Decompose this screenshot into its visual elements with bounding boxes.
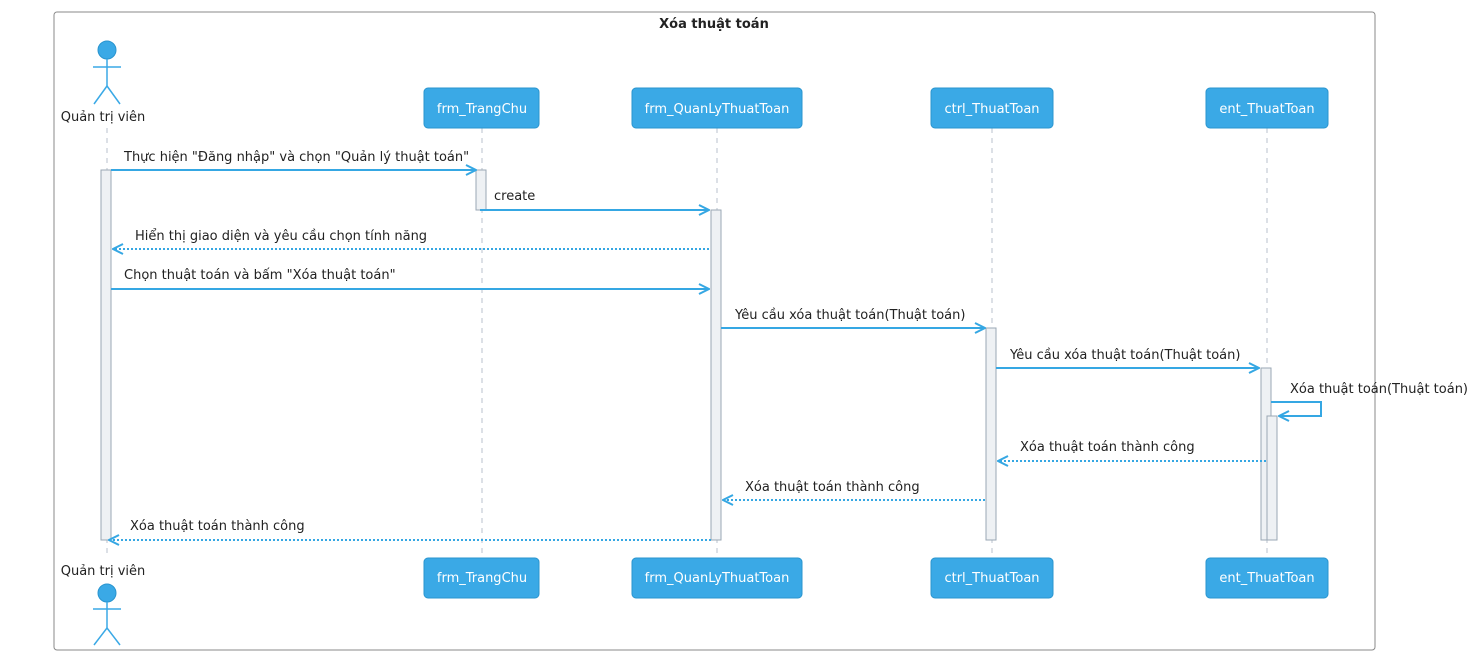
message-label: Yêu cầu xóa thuật toán(Thuật toán) (734, 308, 965, 323)
message-label: Xóa thuật toán thành công (1020, 440, 1195, 455)
activation-home (475, 169, 487, 211)
participant-box-manage-top (631, 87, 803, 129)
participant-box-manage-bottom (631, 557, 803, 599)
self-message-arrow (1271, 401, 1322, 416)
activation-manage (710, 209, 722, 541)
activation-ctrl (985, 327, 997, 541)
participant-label-home-bottom: frm_TrangChu (437, 571, 527, 586)
participant-box-ent-top (1205, 87, 1329, 129)
message-label: create (494, 189, 535, 204)
participant-box-home-bottom (423, 557, 540, 599)
participant-label-home-top: frm_TrangChu (437, 102, 527, 117)
participant-label-ent-top: ent_ThuatToan (1219, 102, 1314, 117)
participant-label-admin-bottom: Quản trị viên (61, 564, 146, 579)
participant-label-manage-top: frm_QuanLyThuatToan (645, 102, 790, 117)
activation-ent-nested (1266, 415, 1278, 541)
participant-label-admin-top: Quản trị viên (61, 110, 146, 125)
message-label: Chọn thuật toán và bấm "Xóa thuật toán" (124, 268, 396, 283)
message-label: Xóa thuật toán thành công (745, 480, 920, 495)
message-label: Hiển thị giao diện và yêu cầu chọn tính … (135, 229, 427, 244)
actor-icon-top (93, 40, 121, 105)
actor-icon-bottom (93, 583, 121, 646)
message-label: Xóa thuật toán(Thuật toán) (1290, 382, 1468, 397)
lifelines (106, 128, 1268, 558)
messages: Thực hiện "Đăng nhập" và chọn "Quản lý t… (109, 150, 1468, 540)
participant-box-ctrl-bottom (930, 557, 1054, 599)
participant-label-manage-bottom: frm_QuanLyThuatToan (645, 571, 790, 586)
participants-top: Quản trị viên frm_TrangChu frm_QuanLyThu… (61, 40, 1329, 129)
message-label: Xóa thuật toán thành công (130, 519, 305, 534)
participant-box-ent-bottom (1205, 557, 1329, 599)
activations (100, 169, 1278, 541)
message-label: Thực hiện "Đăng nhập" và chọn "Quản lý t… (123, 150, 469, 165)
participant-label-ctrl-bottom: ctrl_ThuatToan (944, 571, 1039, 586)
participants-bottom: Quản trị viên frm_TrangChu frm_QuanLyThu… (61, 557, 1329, 646)
participant-box-ctrl-top (930, 87, 1054, 129)
activation-admin (100, 169, 112, 541)
frame-border (53, 11, 1376, 651)
message-label: Yêu cầu xóa thuật toán(Thuật toán) (1009, 348, 1240, 363)
participant-label-ent-bottom: ent_ThuatToan (1219, 571, 1314, 586)
participant-box-home-top (423, 87, 540, 129)
participant-label-ctrl-top: ctrl_ThuatToan (944, 102, 1039, 117)
frame-title: Xóa thuật toán (659, 17, 769, 32)
